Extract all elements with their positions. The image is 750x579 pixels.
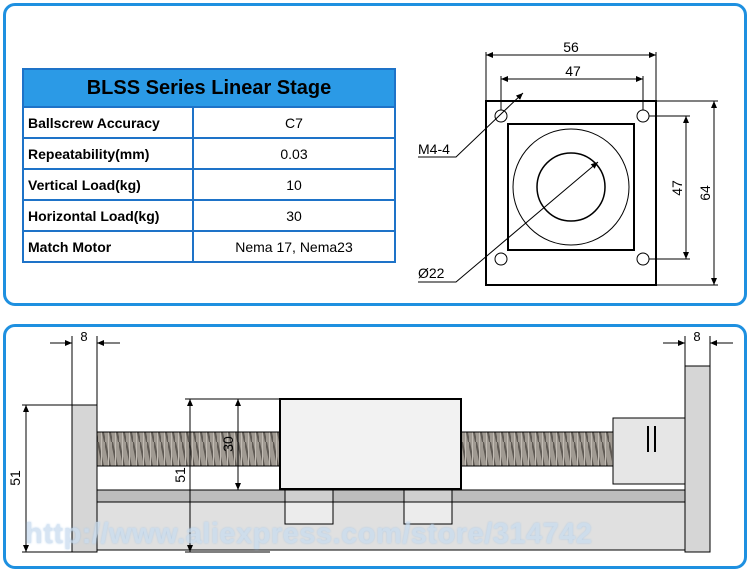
row-label: Match Motor <box>22 230 194 263</box>
row-value: 30 <box>192 199 396 232</box>
ballscrew-left <box>96 431 281 467</box>
table-row: Vertical Load(kg) 10 <box>22 168 396 201</box>
dim-label-carriage-height: 30 <box>220 436 236 452</box>
mount-hole <box>494 252 508 266</box>
table-row: Repeatability(mm) 0.03 <box>22 137 396 170</box>
carriage-block <box>279 398 462 490</box>
mount-hole <box>494 109 508 123</box>
carriage-wheel-left-top <box>284 489 334 503</box>
carriage-wheel-right-top <box>403 489 453 503</box>
flange-inner-square <box>507 123 635 251</box>
carriage-wheel-left <box>284 501 334 525</box>
row-label: Horizontal Load(kg) <box>22 199 194 232</box>
dim-label-56: 56 <box>563 39 579 55</box>
left-end-plate <box>71 404 98 553</box>
dim-label-left-plate: 8 <box>80 329 87 344</box>
leader-bore <box>418 161 599 283</box>
row-value: C7 <box>192 106 396 139</box>
table-row: Match Motor Nema 17, Nema23 <box>22 230 396 263</box>
right-end-plate <box>684 365 711 553</box>
carriage-wheel-right <box>403 501 453 525</box>
specs-table: BLSS Series Linear Stage Ballscrew Accur… <box>22 68 396 263</box>
row-label: Ballscrew Accuracy <box>22 106 194 139</box>
row-value: 10 <box>192 168 396 201</box>
flange-plate <box>485 100 657 286</box>
bore-label: Ø22 <box>418 265 445 281</box>
row-value: Nema 17, Nema23 <box>192 230 396 263</box>
dim-label-47: 47 <box>565 63 581 79</box>
rail-top <box>96 489 686 503</box>
flange-outer-circle <box>512 128 630 246</box>
leader-m4 <box>418 92 524 158</box>
mount-hole <box>636 252 650 266</box>
bore-circle <box>536 152 606 222</box>
row-value: 0.03 <box>192 137 396 170</box>
row-label: Vertical Load(kg) <box>22 168 194 201</box>
side-view-drawing: 8 8 51 51 30 <box>7 329 733 553</box>
table-row: Horizontal Load(kg) 30 <box>22 199 396 232</box>
mount-hole <box>636 109 650 123</box>
dim-label-64: 64 <box>697 185 713 201</box>
row-label: Repeatability(mm) <box>22 137 194 170</box>
dim-label-left-height: 51 <box>7 470 23 486</box>
table-title: BLSS Series Linear Stage <box>22 68 396 108</box>
ballscrew-right <box>460 431 614 467</box>
dim-label-right-plate: 8 <box>693 329 700 344</box>
table-row: Ballscrew Accuracy C7 <box>22 106 396 139</box>
store-watermark: http://www.aliexpress.com/store/314742 <box>25 518 593 550</box>
dim-label-47v: 47 <box>669 180 685 196</box>
flange-drawing: 56 47 47 64 M4-4 Ø22 <box>418 39 718 286</box>
dim-label-center-height: 51 <box>172 467 188 483</box>
hole-label: M4-4 <box>418 141 450 157</box>
